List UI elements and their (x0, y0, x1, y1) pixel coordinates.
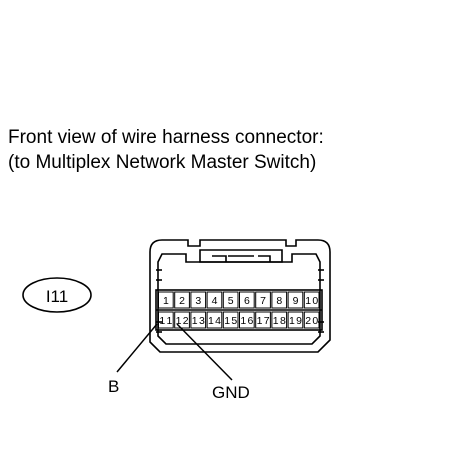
callout-label-gnd: GND (212, 383, 250, 402)
connector-id-label: I11 (46, 287, 68, 306)
pin-cavity (303, 311, 320, 329)
pin-cavity (287, 291, 304, 309)
pin-number: 1 (163, 295, 169, 307)
diagram-title-line-2: (to Multiplex Network Master Switch) (8, 152, 317, 173)
pin-number: 4 (212, 295, 218, 307)
pin-cavity (158, 291, 174, 309)
diagram-title-line-1: Front view of wire harness connector: (8, 127, 324, 148)
connector-body (149, 239, 331, 353)
pin-number: 3 (195, 295, 201, 307)
pin-cavity (271, 311, 288, 329)
pin-number: 14 (208, 315, 221, 327)
pin-cavity (271, 291, 288, 309)
pin-number: 12 (176, 315, 189, 327)
pin-cavity (303, 291, 320, 309)
pin-number: 15 (224, 315, 237, 327)
pin-number: 8 (276, 295, 282, 307)
pin-cavity (222, 291, 239, 309)
callout-line-b (116, 323, 158, 373)
pin-number: 5 (228, 295, 234, 307)
pin-cavity (239, 291, 255, 309)
pin-cavity (287, 311, 304, 329)
pin-number: 10 (305, 295, 318, 307)
connector-id-ellipse (22, 277, 92, 313)
pin-cavity (206, 311, 223, 329)
pin-number: 20 (305, 315, 318, 327)
pin-cavity (190, 291, 207, 309)
pin-cavity (222, 311, 239, 329)
callout-line-gnd (176, 323, 233, 381)
pin-number: 6 (244, 295, 250, 307)
pin-number: 19 (289, 315, 302, 327)
pin-cavity (255, 311, 271, 329)
pin-number: 17 (257, 315, 270, 327)
pin-number: 9 (293, 295, 299, 307)
pin-number: 18 (273, 315, 286, 327)
pin-number: 2 (179, 295, 185, 307)
pin-cavity (239, 311, 255, 329)
pin-cavity (174, 291, 190, 309)
pin-cavity (158, 311, 174, 329)
pin-number: 11 (159, 315, 172, 327)
pin-number: 7 (260, 295, 266, 307)
pin-number: 16 (240, 315, 253, 327)
callout-label-b: B (108, 377, 119, 396)
pin-cavity (174, 311, 190, 329)
pin-number: 13 (192, 315, 205, 327)
pin-cavity (190, 311, 207, 329)
pin-cavity (206, 291, 223, 309)
pin-cavity (255, 291, 271, 309)
